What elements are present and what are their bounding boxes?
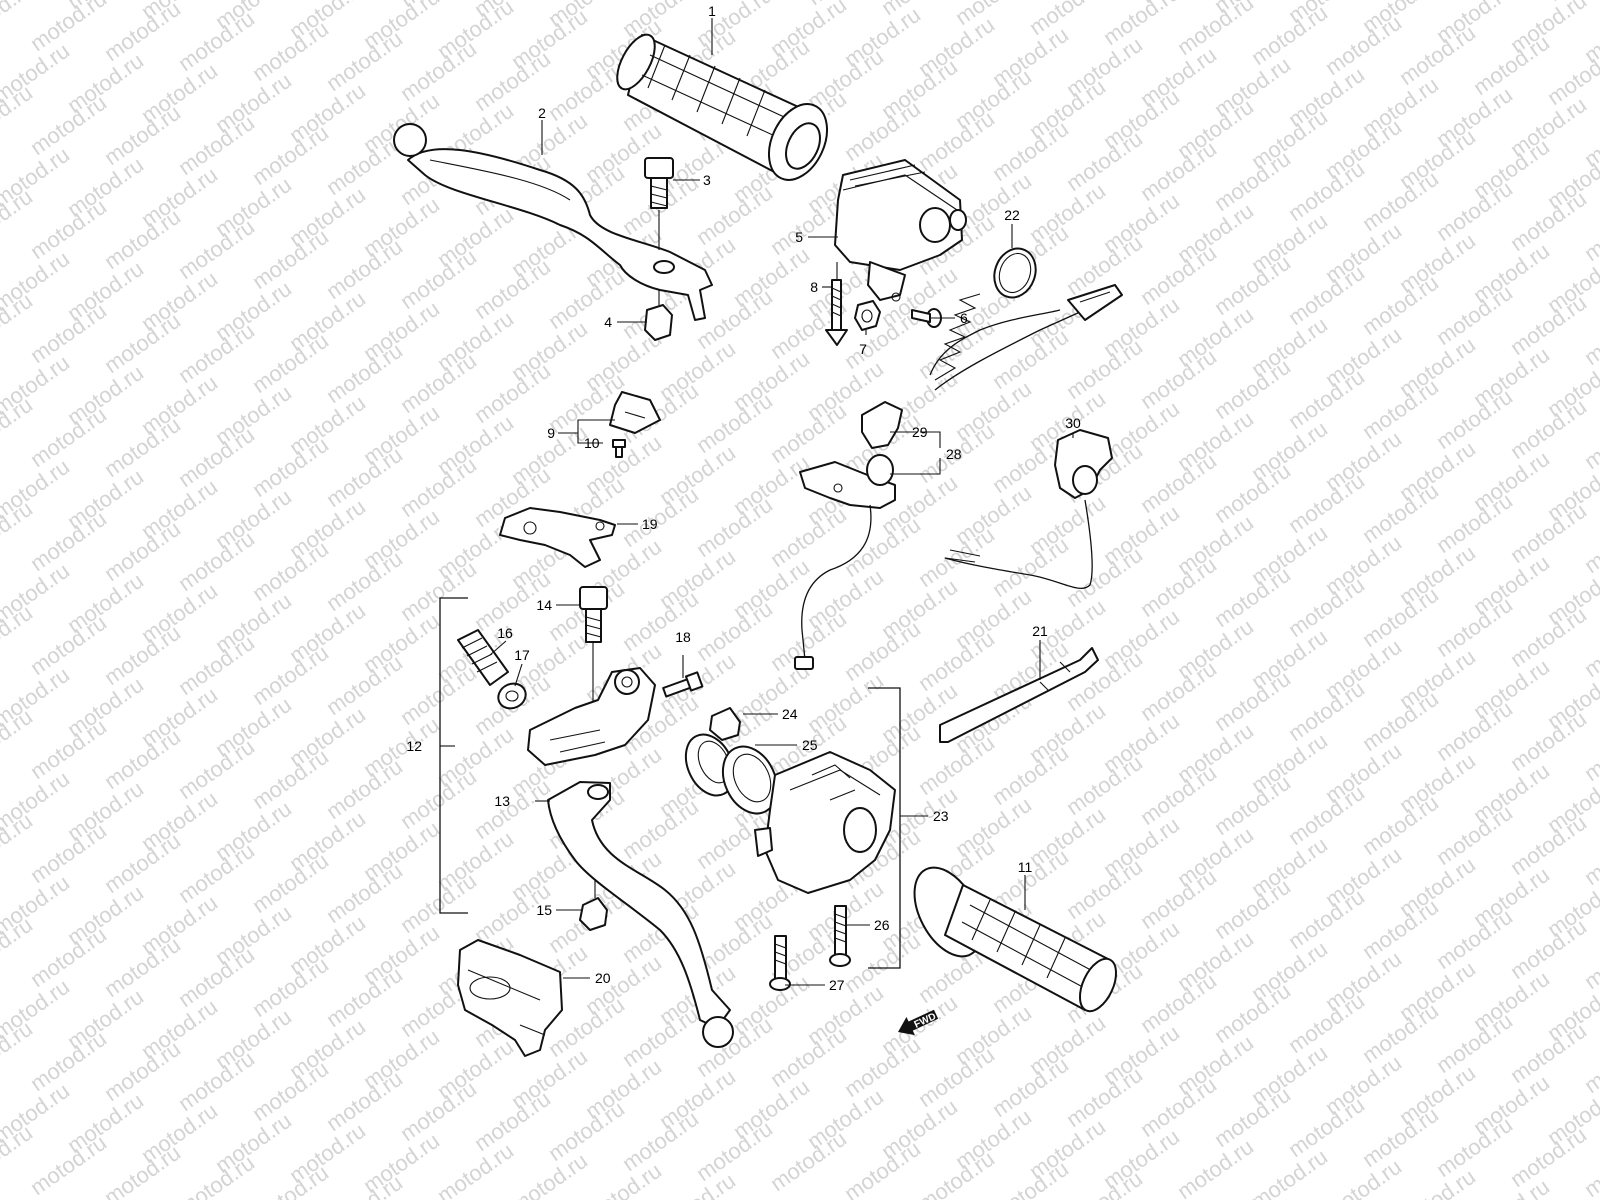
- callout-19: 19: [642, 516, 658, 532]
- callout-1: 1: [708, 3, 716, 19]
- callout-13: 13: [494, 793, 510, 809]
- grip-right: [616, 33, 829, 181]
- callout-15: 15: [536, 902, 552, 918]
- callout-24: 24: [782, 706, 798, 722]
- clip-29: [861, 401, 903, 449]
- screw-8: [825, 262, 848, 346]
- screw-27: [769, 935, 791, 991]
- o-ring-22: [993, 247, 1037, 299]
- watermark-text: motod.ru: [433, 1138, 518, 1200]
- adjuster-16: [457, 629, 509, 686]
- watermark-text: motod.ru: [1025, 0, 1110, 40]
- nut-4: [644, 290, 673, 341]
- callout-18: 18: [675, 629, 691, 645]
- callout-2: 2: [538, 105, 546, 121]
- bolt-14: [579, 586, 608, 720]
- callout-14: 14: [536, 597, 552, 613]
- locknut-17: [497, 682, 527, 710]
- lanyard-28: [929, 284, 1123, 391]
- bracket-9: [609, 391, 661, 434]
- nut-15: [579, 880, 608, 931]
- callout-25: 25: [802, 737, 818, 753]
- kill-switch-28: [794, 454, 896, 670]
- callout-28: 28: [946, 446, 962, 462]
- callout-17: 17: [514, 647, 530, 663]
- knob-24: [709, 707, 741, 741]
- bracket-23: [868, 687, 901, 969]
- watermark-text: motod.ru: [1173, 0, 1258, 60]
- callout-20: 20: [595, 970, 611, 986]
- collar-25: [684, 733, 779, 815]
- callout-27: 27: [829, 977, 845, 993]
- watermark-text: motod.ru: [507, 1148, 592, 1200]
- callout-29: 29: [912, 424, 928, 440]
- callout-9: 9: [547, 425, 555, 441]
- lever-holder-12: [527, 667, 656, 766]
- screw-26: [829, 905, 851, 967]
- watermark-text: motod.ru: [1099, 0, 1184, 50]
- callout-10: 10: [584, 435, 600, 451]
- callout-21: 21: [1032, 623, 1048, 639]
- callout-26: 26: [874, 917, 890, 933]
- screw-18: [662, 671, 704, 698]
- callout-7: 7: [859, 341, 867, 357]
- screw-6: [911, 308, 955, 328]
- watermark-text: motod.ru: [1247, 1144, 1332, 1200]
- switch-30: [944, 429, 1113, 589]
- screw-10: [612, 439, 626, 458]
- callout-4: 4: [604, 314, 612, 330]
- plate-19: [499, 507, 616, 568]
- callout-3: 3: [703, 172, 711, 188]
- callout-16: 16: [497, 625, 513, 641]
- switch-housing-top: [834, 159, 967, 302]
- callout-22: 22: [1004, 207, 1020, 223]
- callouts: 1 2 3 4 5 6 7 8 9 10 11 12 13 14 15 16 1…: [406, 3, 1081, 993]
- brake-lever: [393, 123, 713, 321]
- callout-23: 23: [933, 808, 949, 824]
- arrow-left-icon: [898, 1009, 939, 1036]
- grip-left: [913, 866, 1118, 1013]
- callout-30: 30: [1065, 415, 1081, 431]
- watermark-text: motod.ru: [1173, 1134, 1258, 1200]
- callout-11: 11: [1018, 859, 1033, 875]
- callout-6: 6: [960, 310, 968, 326]
- callout-8: 8: [810, 279, 818, 295]
- lever-cover-20: [457, 939, 563, 1057]
- bracket-12: [439, 597, 468, 914]
- leader-lines: [440, 18, 1074, 986]
- cable-tie-21: [939, 647, 1099, 743]
- clutch-lever: [547, 781, 734, 1048]
- watermark-text: motod.ru: [26, 0, 111, 56]
- bolt-3: [644, 157, 674, 250]
- nut-7: [854, 300, 881, 331]
- switch-housing-left: [754, 751, 896, 894]
- callout-12: 12: [406, 738, 422, 754]
- callout-5: 5: [795, 229, 803, 245]
